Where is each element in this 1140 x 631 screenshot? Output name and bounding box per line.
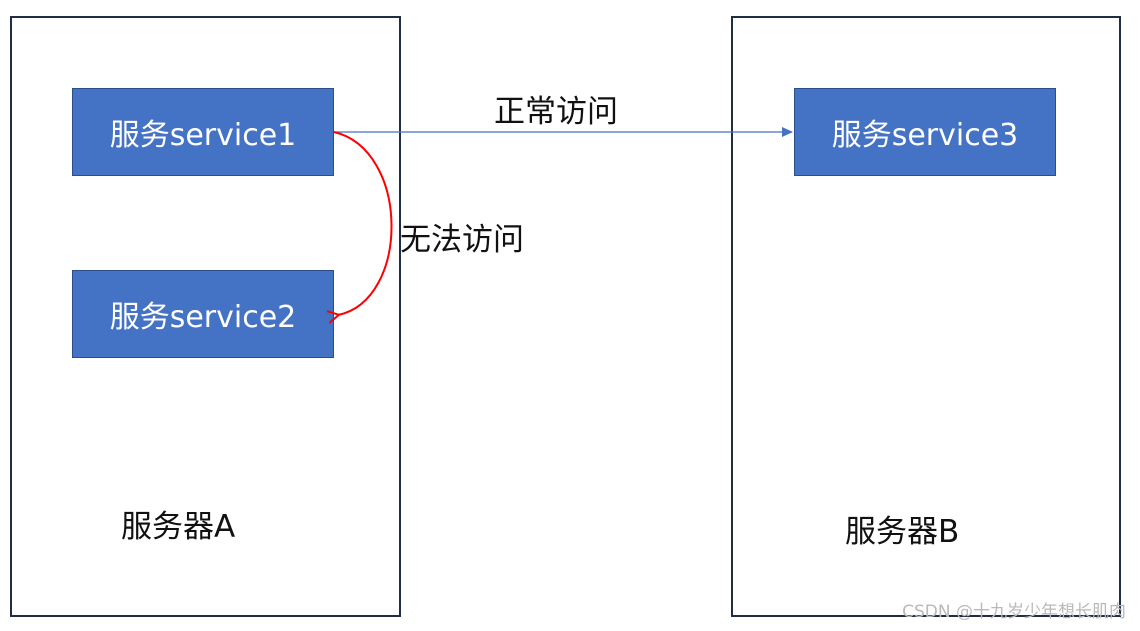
watermark: CSDN @十九岁少年想长肌肉 bbox=[902, 602, 1126, 622]
service2-label: 服务service2 bbox=[109, 300, 297, 335]
service1-box: 服务service1 bbox=[72, 88, 334, 176]
service2-box: 服务service2 bbox=[72, 270, 334, 358]
service1-label: 服务service1 bbox=[109, 118, 297, 153]
service3-label: 服务service3 bbox=[831, 118, 1019, 153]
service3-box: 服务service3 bbox=[794, 88, 1056, 176]
no-access-label: 无法访问 bbox=[400, 222, 524, 258]
server-b-label: 服务器B bbox=[845, 514, 960, 550]
normal-access-label: 正常访问 bbox=[494, 94, 618, 130]
server-a-label: 服务器A bbox=[121, 509, 236, 545]
